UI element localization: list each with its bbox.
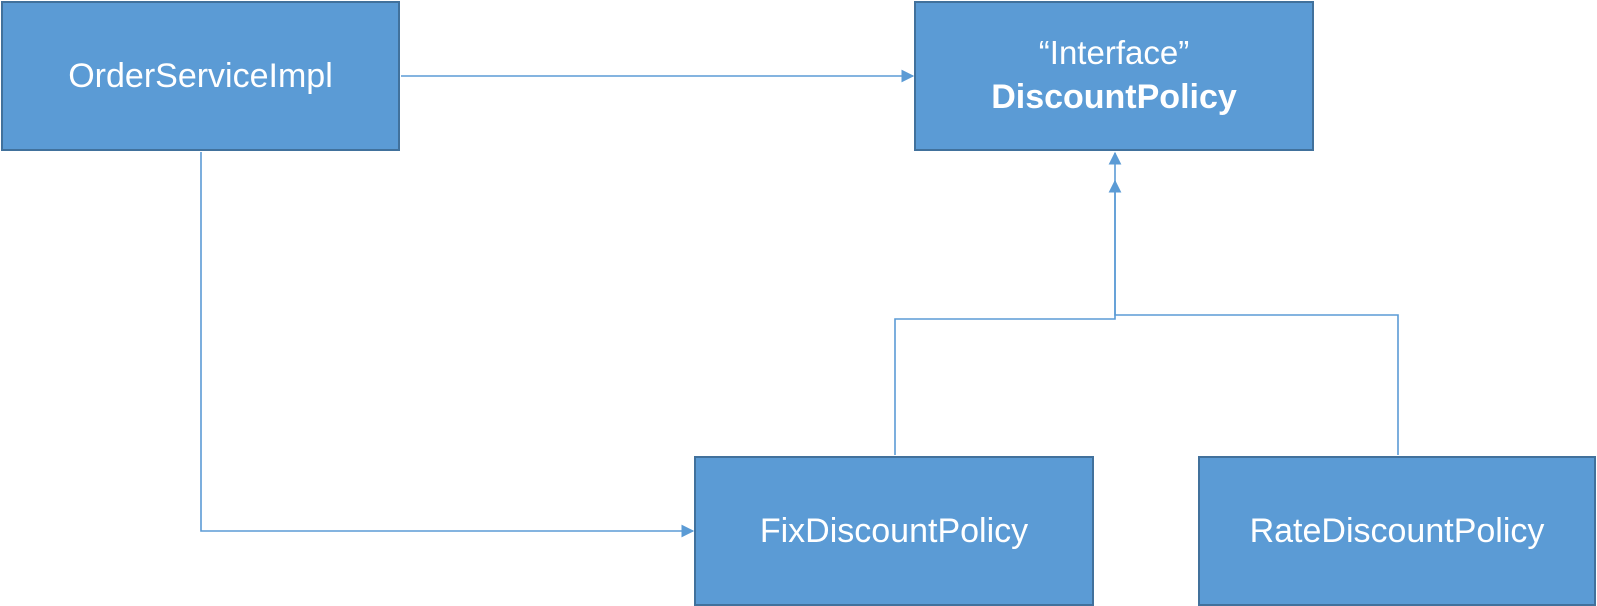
edge-fix-to-discount-policy bbox=[894, 151, 1122, 455]
node-label: RateDiscountPolicy bbox=[1249, 511, 1545, 550]
node-discount-policy: “Interface” DiscountPolicy bbox=[914, 1, 1314, 151]
node-rate-discount-policy: RateDiscountPolicy bbox=[1198, 456, 1596, 606]
node-stereotype: “Interface” bbox=[1038, 34, 1190, 72]
node-label: OrderServiceImpl bbox=[68, 56, 333, 95]
node-label: DiscountPolicy bbox=[991, 78, 1237, 117]
edge-rate-to-discount-policy bbox=[1108, 179, 1399, 455]
node-order-service-impl: OrderServiceImpl bbox=[1, 1, 400, 151]
node-label: FixDiscountPolicy bbox=[759, 511, 1029, 550]
node-fix-discount-policy: FixDiscountPolicy bbox=[694, 456, 1094, 606]
edge-order-to-fix-discount-policy bbox=[200, 152, 695, 538]
